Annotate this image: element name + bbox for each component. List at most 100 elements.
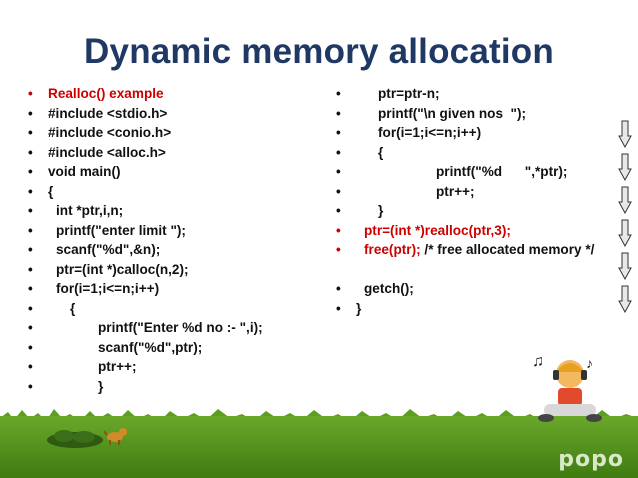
left-code-column: • Realloc() example • #include <stdio.h> • #i… <box>28 84 328 396</box>
code-text-part: ptr=ptr-n; <box>378 86 440 101</box>
code-line: • free(ptr); /* free allocated memory */ <box>336 240 626 279</box>
code-text: scanf("%d",ptr); <box>98 338 202 358</box>
code-line: • ptr=(int *)calloc(n,2); <box>28 260 328 280</box>
code-text-part: } <box>378 203 384 218</box>
code-text: { <box>70 299 75 319</box>
svg-text:♪: ♪ <box>586 355 593 371</box>
code-line: • ptr++; <box>28 357 328 377</box>
down-arrow-icon <box>618 252 632 280</box>
bullet-icon: • <box>28 339 33 355</box>
bullet-icon: • <box>336 300 341 316</box>
code-text-part: #include <conio.h> <box>48 125 172 140</box>
code-text-part: for(i=1;i<=n;i++) <box>56 281 160 296</box>
code-text: void main() <box>48 162 121 182</box>
bullet-icon: • <box>336 242 341 257</box>
code-text-part: { <box>48 183 54 199</box>
code-text-part: } <box>98 378 104 394</box>
code-text: } <box>378 201 383 221</box>
code-line: •} <box>336 201 626 221</box>
code-text: } <box>356 299 361 319</box>
code-line: •printf("Enter %d no :- ",i); <box>28 318 328 338</box>
svg-text:♫: ♫ <box>532 353 544 370</box>
bullet-icon: • <box>336 203 341 218</box>
code-text: #include <alloc.h> <box>48 143 166 163</box>
code-text-part: free(ptr); <box>364 242 421 257</box>
code-text: ptr++; <box>98 357 137 377</box>
bullet-icon: • <box>28 242 33 257</box>
code-text-part: { <box>378 144 384 160</box>
bullet-icon: • <box>28 125 33 140</box>
code-line: •{ <box>28 182 328 202</box>
bullet-icon: • <box>336 164 341 179</box>
code-line: •void main() <box>28 162 328 182</box>
bullet-icon: • <box>28 144 33 160</box>
code-text: printf("\n given nos "); <box>378 104 526 124</box>
bullet-icon: • <box>28 105 33 121</box>
code-text-part: int *ptr,i,n; <box>56 203 124 218</box>
bullet-icon: • <box>336 125 341 140</box>
code-line: • for(i=1;i<=n;i++) <box>28 279 328 299</box>
code-text: ptr=ptr-n; <box>378 84 440 104</box>
code-text: printf("enter limit "); <box>56 221 186 241</box>
code-line: •{ <box>28 299 328 319</box>
bullet-icon: • <box>336 183 341 199</box>
code-text: { <box>48 182 53 202</box>
code-text-part: for(i=1;i<=n;i++) <box>378 125 482 140</box>
code-text-part: ptr++; <box>98 359 137 374</box>
brand-logo: popo <box>558 447 624 472</box>
code-text: Realloc() example <box>48 84 164 104</box>
code-line: • printf("\n given nos "); <box>336 104 626 124</box>
bullet-icon: • <box>28 281 33 296</box>
bullet-icon: • <box>336 105 341 121</box>
bullet-icon: • <box>28 86 33 101</box>
code-text-part: scanf("%d",ptr); <box>98 339 203 355</box>
bullet-icon: • <box>336 86 341 101</box>
code-text-part: { <box>70 300 76 316</box>
code-text-part: ptr=(int *)realloc(ptr,3); <box>364 222 511 238</box>
bush-decoration <box>47 430 103 448</box>
down-arrow-icon <box>618 219 632 247</box>
bullet-icon: • <box>28 300 33 316</box>
code-line: •} <box>28 377 328 397</box>
code-text: free(ptr); /* free allocated memory */ <box>364 240 626 260</box>
code-line: • scanf("%d",ptr); <box>28 338 328 358</box>
code-line: • scanf("%d",&n); <box>28 240 328 260</box>
code-text-part: scanf("%d",&n); <box>56 242 161 257</box>
code-line: • #include <stdio.h> <box>28 104 328 124</box>
slide-title: Dynamic memory allocation <box>84 32 554 71</box>
code-text: int *ptr,i,n; <box>56 201 123 221</box>
code-text: ptr=(int *)realloc(ptr,3); <box>364 221 511 241</box>
down-arrow-icon <box>618 285 632 313</box>
code-text: { <box>378 143 383 163</box>
code-text-part: } <box>356 300 362 316</box>
down-arrow-icon <box>618 120 632 148</box>
code-text: printf("%d ",*ptr); <box>436 162 567 182</box>
bullet-icon: • <box>28 203 33 218</box>
bullet-icon: • <box>28 359 33 374</box>
dog-icon <box>104 428 127 445</box>
bullet-icon: • <box>336 144 341 160</box>
code-text-part: ptr=(int *)calloc(n,2); <box>56 261 189 277</box>
code-text: #include <conio.h> <box>48 123 171 143</box>
code-text: } <box>98 377 103 397</box>
code-line: •} <box>336 299 626 319</box>
code-line: • printf("enter limit "); <box>28 221 328 241</box>
bullet-icon: • <box>28 183 33 199</box>
bullet-icon: • <box>28 222 33 238</box>
code-text: scanf("%d",&n); <box>56 240 160 260</box>
code-line: • Realloc() example <box>28 84 328 104</box>
bullet-icon: • <box>28 261 33 277</box>
code-text: #include <stdio.h> <box>48 104 167 124</box>
code-line: •getch(); <box>336 279 626 299</box>
code-text-part: #include <alloc.h> <box>48 144 166 160</box>
code-line: • ptr=(int *)realloc(ptr,3); <box>336 221 626 241</box>
code-line: • printf("%d ",*ptr); <box>336 162 626 182</box>
right-code-column: • ptr=ptr-n; • printf("\n given nos "); • for… <box>336 84 626 318</box>
code-text: getch(); <box>364 279 414 299</box>
down-arrow-icon <box>618 186 632 214</box>
code-text: printf("Enter %d no :- ",i); <box>98 318 263 338</box>
bullet-icon: • <box>28 378 33 394</box>
code-text: for(i=1;i<=n;i++) <box>378 123 481 143</box>
code-line: •ptr++; <box>336 182 626 202</box>
bullet-icon: • <box>336 222 341 238</box>
